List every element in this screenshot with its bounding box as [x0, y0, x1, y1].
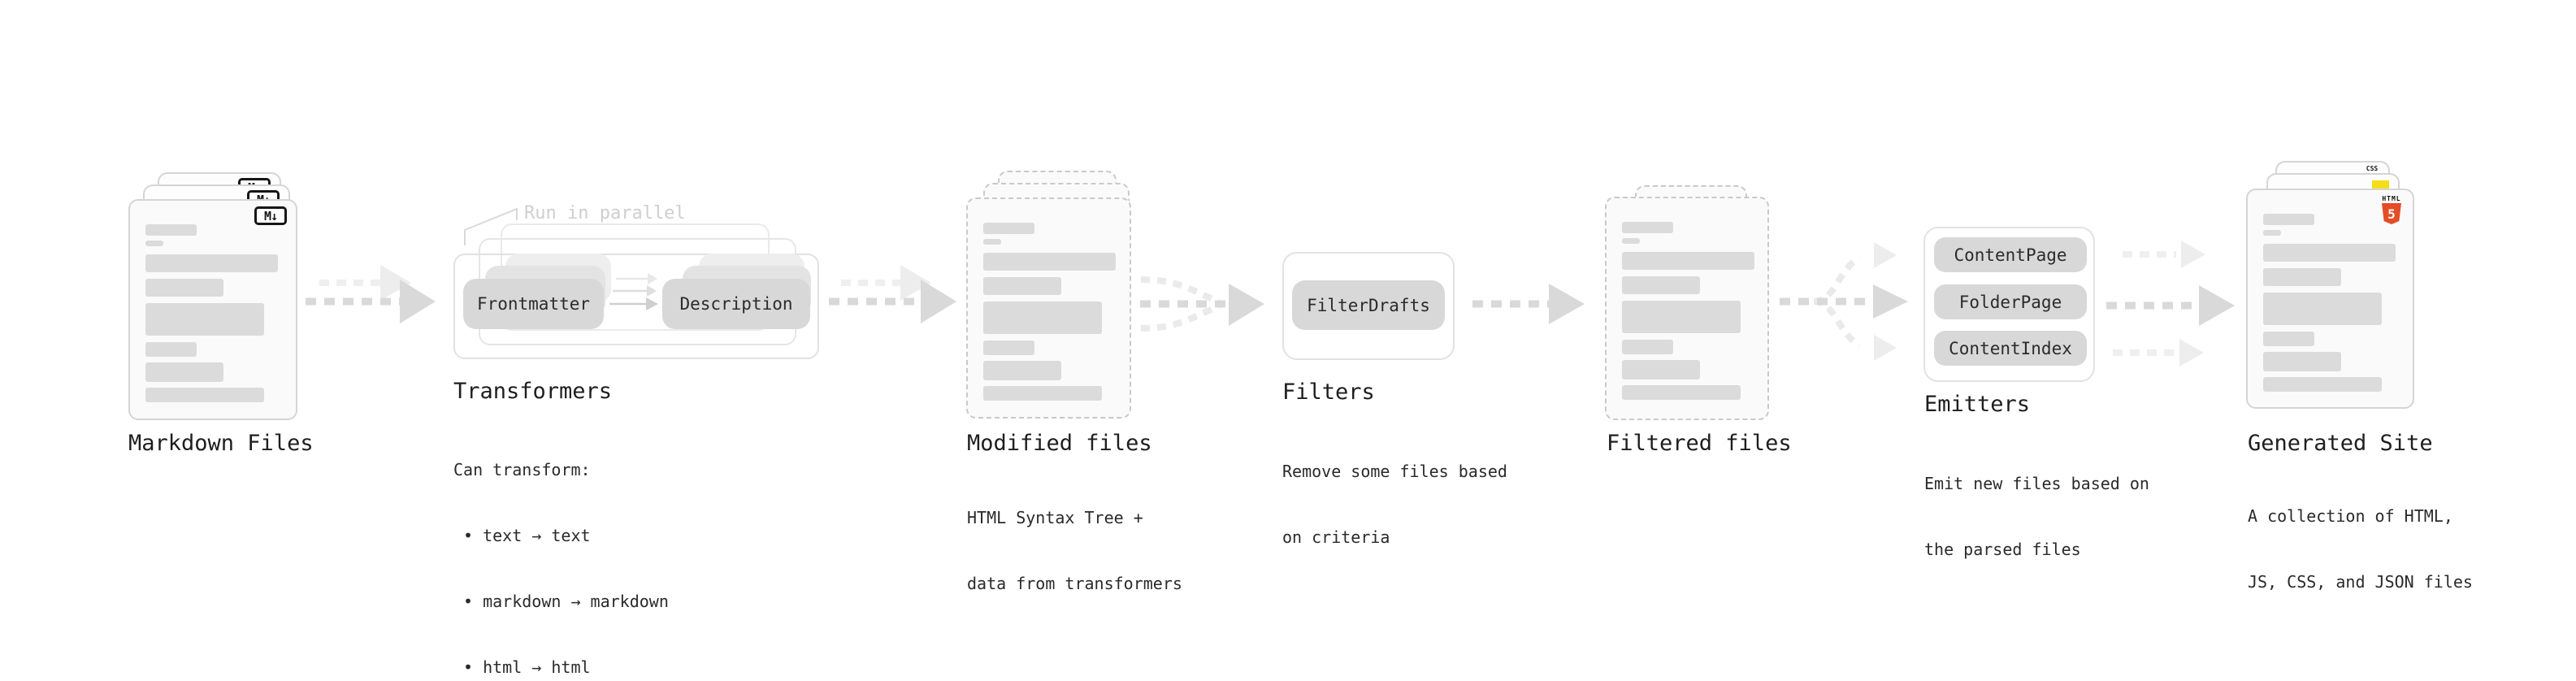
html5-icon-word: HTML: [2382, 195, 2401, 202]
transformers-title: Transformers: [453, 379, 613, 404]
generated-site-title: Generated Site: [2248, 431, 2433, 456]
flow-arrows-emitters-to-site-icon: [2106, 241, 2235, 367]
contentpage-pill: ContentPage: [1934, 237, 2087, 272]
filters-desc-line: Remove some files based: [1282, 462, 1507, 481]
markdown-icon: M↓: [254, 206, 287, 225]
transformers-desc-heading: Can transform:: [453, 460, 591, 479]
emitters-title: Emitters: [1924, 392, 2031, 417]
generated-site-desc-line: JS, CSS, and JSON files: [2248, 572, 2473, 592]
folderpage-pill: FolderPage: [1934, 284, 2087, 319]
filters-desc-line: on criteria: [1282, 527, 1390, 547]
html5-icon: HTML 5: [2380, 195, 2403, 224]
text-placeholder-bars: [1622, 222, 1754, 400]
transformers-bullet: • markdown → markdown: [463, 592, 669, 611]
flow-arrow-filtered-to-emitters-fanout-icon: [1780, 242, 1908, 361]
text-placeholder-bars: [983, 223, 1116, 401]
html5-icon-shield: 5: [2382, 203, 2401, 224]
transformers-bullet: • html → html: [463, 657, 591, 677]
modified-file-document: [966, 197, 1131, 419]
flow-arrow-modified-to-filters-icon: [1140, 276, 1264, 332]
generated-site-description: A collection of HTML, JS, CSS, and JSON …: [2248, 462, 2473, 637]
css-icon-label: CSS: [2366, 165, 2379, 172]
generated-site-desc-line: A collection of HTML,: [2248, 506, 2453, 526]
markdown-files-title: Markdown Files: [128, 431, 314, 456]
filters-title: Filters: [1282, 380, 1375, 405]
filters-description: Remove some files based on criteria: [1282, 417, 1507, 592]
transformers-description: Can transform: • text → text • markdown …: [453, 415, 669, 681]
emitters-description: Emit new files based on the parsed files: [1924, 429, 2149, 605]
text-placeholder-bars: [145, 224, 278, 402]
modified-files-desc-line: data from transformers: [967, 574, 1182, 593]
text-placeholder-bars: [2263, 214, 2396, 392]
flow-arrow-filters-to-filtered-icon: [1472, 284, 1585, 324]
frontmatter-pill: Frontmatter: [463, 279, 604, 329]
filtered-file-document: [1605, 197, 1769, 420]
flow-arrow-transformers-to-modified-icon: [829, 265, 956, 323]
filterdrafts-pill: FilterDrafts: [1292, 280, 1445, 330]
transformer-card: [453, 254, 819, 359]
js-icon: [2372, 180, 2389, 189]
modified-files-description: HTML Syntax Tree + data from transformer…: [967, 463, 1182, 639]
filtered-files-title: Filtered files: [1607, 431, 1792, 456]
contentindex-pill: ContentIndex: [1934, 331, 2087, 366]
emitters-desc-line: Emit new files based on: [1924, 474, 2149, 493]
transformers-bullet: • text → text: [463, 526, 591, 545]
modified-files-title: Modified files: [967, 431, 1152, 456]
flow-arrow-markdown-to-transformers-icon: [306, 265, 436, 323]
modified-files-desc-line: HTML Syntax Tree +: [967, 508, 1143, 527]
run-in-parallel-label: Run in parallel: [524, 203, 686, 223]
site-document: HTML 5: [2246, 189, 2414, 409]
description-pill: Description: [662, 279, 810, 329]
emitters-desc-line: the parsed files: [1924, 540, 2081, 559]
markdown-document: M↓: [128, 199, 297, 420]
